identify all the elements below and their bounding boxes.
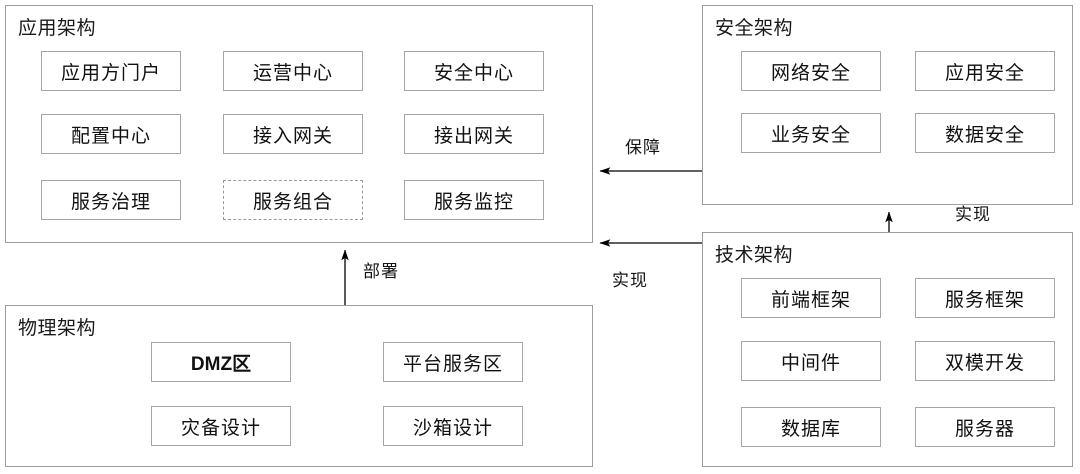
edge-label-security-to-application: 保障 xyxy=(625,138,661,157)
panel-application-architecture: 应用架构 应用方门户 运营中心 安全中心 配置中心 接入网关 接出网关 服务治理… xyxy=(5,5,593,243)
node-application-security[interactable]: 应用安全 xyxy=(915,51,1055,91)
edge-label-technology-to-security: 实现 xyxy=(955,205,991,224)
panel-title-security: 安全架构 xyxy=(715,18,794,39)
node-data-security[interactable]: 数据安全 xyxy=(915,113,1055,153)
node-frontend-framework[interactable]: 前端框架 xyxy=(741,278,881,318)
edge-label-physical-to-application: 部署 xyxy=(363,262,399,281)
edge-label-technology-to-application: 实现 xyxy=(612,271,648,290)
node-sandbox-design[interactable]: 沙箱设计 xyxy=(383,406,523,446)
panel-title-physical: 物理架构 xyxy=(18,318,97,339)
panel-title-application: 应用架构 xyxy=(18,18,97,39)
panel-technology-architecture: 技术架构 前端框架 服务框架 中间件 双模开发 数据库 服务器 xyxy=(702,232,1073,467)
node-service-monitoring[interactable]: 服务监控 xyxy=(404,180,544,220)
node-platform-service-zone[interactable]: 平台服务区 xyxy=(383,342,523,382)
node-network-security[interactable]: 网络安全 xyxy=(741,51,881,91)
node-server[interactable]: 服务器 xyxy=(915,407,1055,447)
node-service-framework[interactable]: 服务框架 xyxy=(915,278,1055,318)
node-disaster-recovery-design[interactable]: 灾备设计 xyxy=(151,406,291,446)
node-outbound-gateway[interactable]: 接出网关 xyxy=(404,114,544,154)
node-database[interactable]: 数据库 xyxy=(741,407,881,447)
panel-security-architecture: 安全架构 网络安全 应用安全 业务安全 数据安全 xyxy=(702,5,1073,205)
panel-physical-architecture: 物理架构 DMZ区 平台服务区 灾备设计 沙箱设计 xyxy=(5,305,593,467)
node-service-governance[interactable]: 服务治理 xyxy=(41,180,181,220)
node-service-composition[interactable]: 服务组合 xyxy=(223,180,363,220)
node-config-center[interactable]: 配置中心 xyxy=(41,114,181,154)
node-bimodal-development[interactable]: 双模开发 xyxy=(915,341,1055,381)
node-security-center[interactable]: 安全中心 xyxy=(404,51,544,91)
node-inbound-gateway[interactable]: 接入网关 xyxy=(223,114,363,154)
node-operations-center[interactable]: 运营中心 xyxy=(223,51,363,91)
node-business-security[interactable]: 业务安全 xyxy=(741,113,881,153)
node-dmz-zone[interactable]: DMZ区 xyxy=(151,342,291,382)
node-application-portal[interactable]: 应用方门户 xyxy=(41,51,181,91)
panel-title-technology: 技术架构 xyxy=(715,245,794,266)
node-middleware[interactable]: 中间件 xyxy=(741,341,881,381)
